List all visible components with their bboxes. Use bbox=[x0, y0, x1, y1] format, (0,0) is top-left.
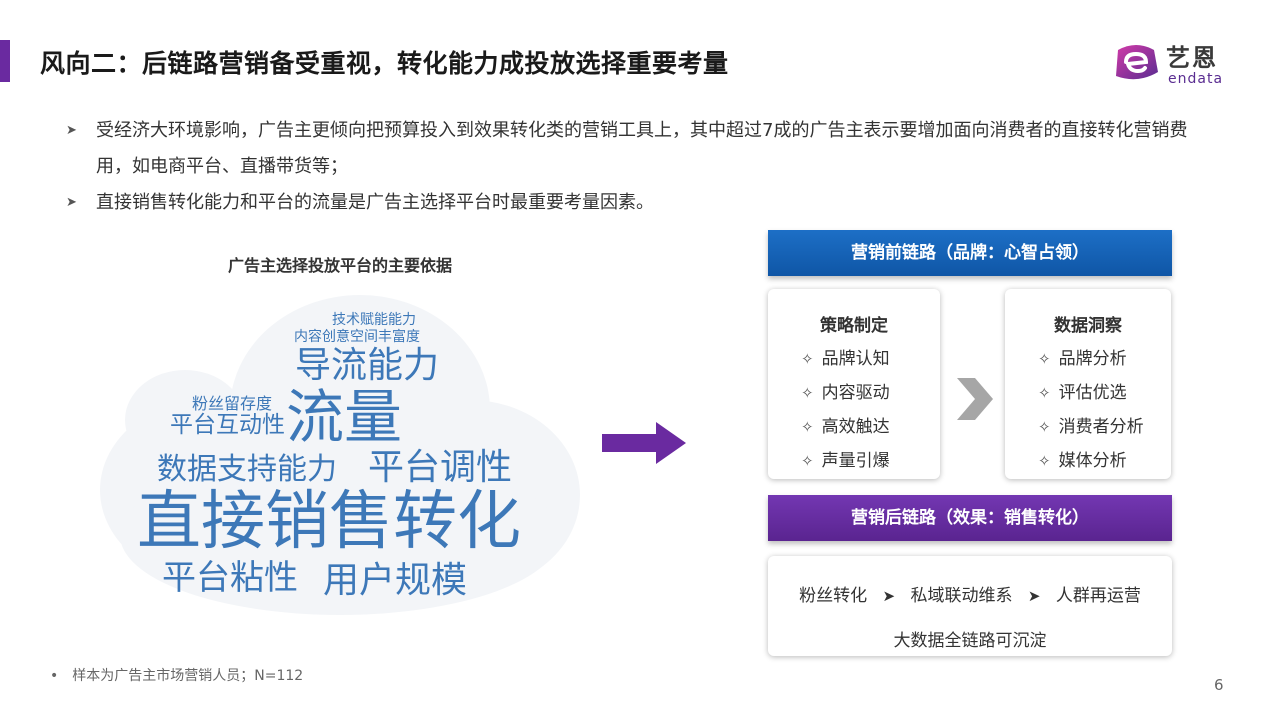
bullet-list: ➤ 受经济大环境影响，广告主更倾向把预算投入到效果转化类的营销工具上，其中超过7… bbox=[62, 113, 1212, 221]
word-data-support: 数据支持能力 bbox=[157, 452, 337, 487]
footnote: • 样本为广告主市场营销人员；N=112 bbox=[50, 665, 303, 685]
word-stickiness: 平台粘性 bbox=[162, 558, 298, 598]
list-item: ✧品牌分析 bbox=[1038, 349, 1127, 369]
word-user-scale: 用户规模 bbox=[323, 560, 468, 601]
flow-subtitle: 大数据全链路可沉淀 bbox=[893, 631, 1047, 651]
list-item: ✧内容驱动 bbox=[801, 383, 890, 403]
bullet-arrow-icon: ➤ bbox=[66, 195, 77, 210]
pre-chain-band: 营销前链路（品牌：心智占领） bbox=[768, 230, 1172, 276]
list-item: ✧媒体分析 bbox=[1038, 451, 1127, 471]
chevron-right-icon bbox=[957, 378, 993, 420]
list-item: ✧消费者分析 bbox=[1038, 417, 1144, 437]
bullet-text: 受经济大环境影响，广告主更倾向把预算投入到效果转化类的营销工具上，其中超过7成的… bbox=[96, 120, 1188, 177]
list-item: ✧评估优选 bbox=[1038, 383, 1127, 403]
diamond-icon: ✧ bbox=[801, 384, 814, 402]
logo-mark-icon bbox=[1116, 45, 1158, 80]
slide-title: 风向二：后链路营销备受重视，转化能力成投放选择重要考量 bbox=[40, 49, 729, 78]
conversion-flow: 粉丝转化 ➤ 私域联动维系 ➤ 人群再运营 bbox=[768, 581, 1172, 606]
diamond-icon: ✧ bbox=[801, 418, 814, 436]
footnote-text: 样本为广告主市场营销人员；N=112 bbox=[72, 668, 304, 684]
diamond-icon: ✧ bbox=[1038, 350, 1051, 368]
arrow-right-icon: ➤ bbox=[882, 587, 896, 605]
word-platform-tone: 平台调性 bbox=[368, 447, 513, 488]
bullet-text: 直接销售转化能力和平台的流量是广告主选择平台时最重要考量因素。 bbox=[96, 192, 654, 213]
strategy-card: 策略制定 ✧品牌认知 ✧内容驱动 ✧高效触达 ✧声量引爆 bbox=[768, 289, 940, 479]
insight-card: 数据洞察 ✧品牌分析 ✧评估优选 ✧消费者分析 ✧媒体分析 bbox=[1005, 289, 1171, 479]
word-tech-empower: 技术赋能能力 bbox=[332, 312, 416, 328]
diamond-icon: ✧ bbox=[1038, 452, 1051, 470]
word-traffic: 流量 bbox=[286, 383, 403, 451]
strategy-title: 策略制定 bbox=[820, 316, 888, 336]
logo-english-text: endata bbox=[1168, 71, 1224, 87]
word-direct-sales: 直接销售转化 bbox=[137, 485, 521, 559]
diamond-icon: ✧ bbox=[1038, 384, 1051, 402]
post-chain-band: 营销后链路（效果：销售转化） bbox=[768, 495, 1172, 541]
title-accent-bar bbox=[0, 40, 10, 82]
flow-step: 人群再运营 bbox=[1055, 586, 1141, 606]
bullet-item: ➤ 受经济大环境影响，广告主更倾向把预算投入到效果转化类的营销工具上，其中超过7… bbox=[62, 113, 1212, 185]
list-item: ✧高效触达 bbox=[801, 417, 890, 437]
logo-chinese-text: 艺恩 bbox=[1166, 44, 1218, 72]
bullet-dot-icon: • bbox=[50, 668, 59, 684]
list-item: ✧声量引爆 bbox=[801, 451, 890, 471]
insight-title: 数据洞察 bbox=[1054, 316, 1122, 336]
word-traffic-guide: 导流能力 bbox=[295, 345, 440, 386]
flow-step: 粉丝转化 bbox=[799, 586, 868, 606]
endata-logo: 艺恩 endata bbox=[1112, 38, 1242, 90]
right-arrow-icon bbox=[602, 422, 686, 464]
arrow-right-icon: ➤ bbox=[1027, 587, 1041, 605]
cloud-shape-icon bbox=[100, 295, 580, 615]
flow-step: 私域联动维系 bbox=[910, 586, 1013, 606]
word-interactivity: 平台互动性 bbox=[170, 412, 285, 438]
page-number: 6 bbox=[1214, 676, 1224, 694]
word-content-creativity: 内容创意空间丰富度 bbox=[294, 329, 420, 345]
bullet-arrow-icon: ➤ bbox=[66, 123, 77, 138]
wordcloud-title: 广告主选择投放平台的主要依据 bbox=[227, 256, 452, 275]
post-chain-card: 粉丝转化 ➤ 私域联动维系 ➤ 人群再运营 大数据全链路可沉淀 bbox=[768, 556, 1172, 656]
diamond-icon: ✧ bbox=[1038, 418, 1051, 436]
word-fan-retention: 粉丝留存度 bbox=[192, 394, 273, 413]
list-item: ✧品牌认知 bbox=[801, 349, 890, 369]
diamond-icon: ✧ bbox=[801, 350, 814, 368]
diamond-icon: ✧ bbox=[801, 452, 814, 470]
bullet-item: ➤ 直接销售转化能力和平台的流量是广告主选择平台时最重要考量因素。 bbox=[62, 185, 1212, 221]
